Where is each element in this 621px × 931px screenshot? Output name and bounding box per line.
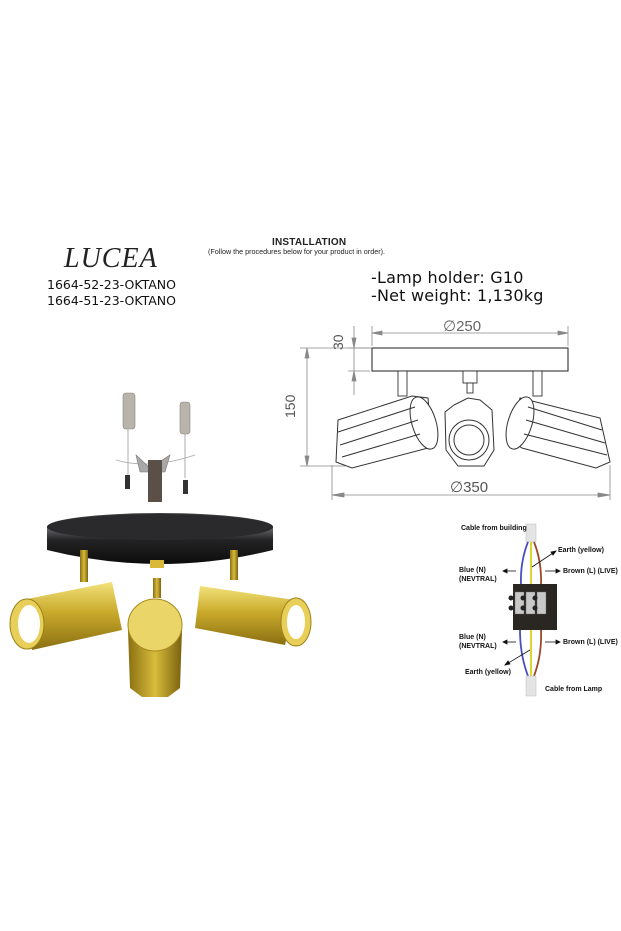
label-cable-from-lamp: Cable from Lamp <box>545 686 603 693</box>
dimension-plate-height: 30 <box>330 334 346 350</box>
spec-lamp-holder: -Lamp holder: G10 <box>371 268 524 287</box>
label-blue-neutral-top: Blue (N) (NEVTRAL) <box>459 567 497 583</box>
installation-title: INSTALLATION <box>272 237 347 248</box>
label-cable-from-building: Cable from building <box>461 525 527 532</box>
product-code-1: 1664-52-23-OKTANO <box>47 277 176 292</box>
label-earth-bottom: Earth (yellow) <box>465 669 511 676</box>
spec-net-weight: -Net weight: 1,130kg <box>371 286 544 305</box>
dimension-plate-diameter: ∅250 <box>443 318 482 335</box>
brand-name: LUCEA <box>64 243 158 274</box>
installation-subtitle: (Follow the procedures below for your pr… <box>208 247 385 256</box>
product-code-2: 1664-51-23-OKTANO <box>47 293 176 308</box>
label-earth-top: Earth (yellow) <box>558 547 604 554</box>
dimension-total-diameter: ∅350 <box>450 479 489 496</box>
label-brown-live-top: Brown (L) (LIVE) <box>563 568 618 575</box>
dimension-total-height: 150 <box>282 394 298 418</box>
label-brown-live-bottom: Brown (L) (LIVE) <box>563 639 618 646</box>
label-blue-neutral-bottom: Blue (N) (NEVTRAL) <box>459 634 497 650</box>
